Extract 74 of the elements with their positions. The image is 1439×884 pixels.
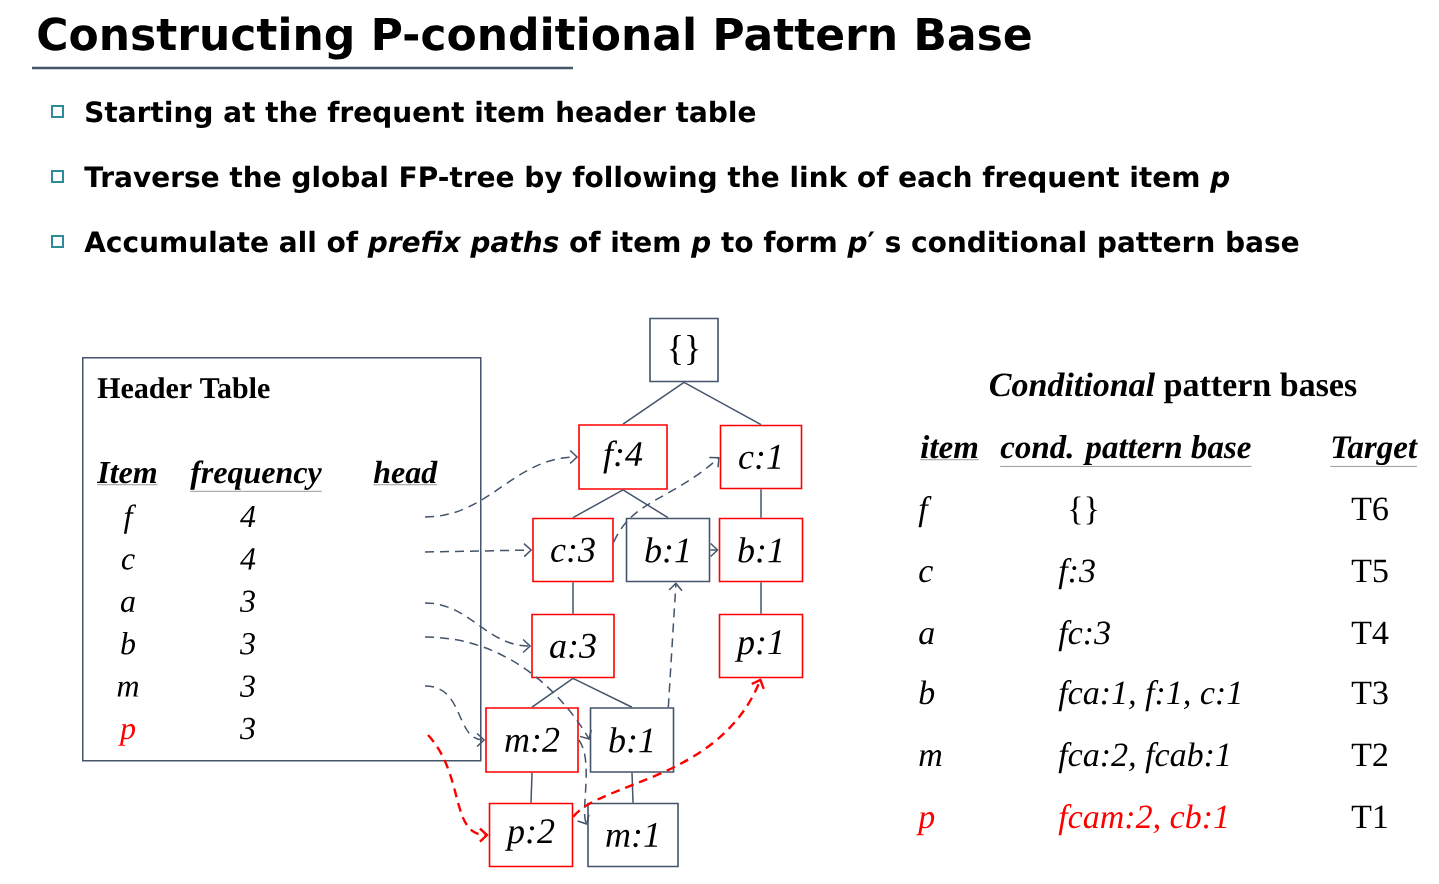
target-label: T2: [1351, 743, 1388, 766]
tree-node: {}: [649, 317, 719, 383]
bullet-text: Starting at the frequent item header table: [86, 100, 756, 129]
target-label: T1: [1351, 805, 1387, 828]
frequency-value: 4: [240, 505, 256, 527]
tree-branch: [572, 677, 633, 708]
item-letter: f: [123, 504, 137, 534]
tree-branch: [622, 381, 685, 425]
frequency-value: 3: [239, 717, 255, 740]
link-arrow: [576, 739, 590, 825]
column-header: cond. pattern base: [1000, 435, 1252, 467]
link-arrow: [613, 456, 720, 543]
item-letter: c: [121, 554, 135, 570]
tree-branch: [572, 489, 624, 519]
tree-node: c:3: [532, 517, 614, 583]
tree-node: p:2: [488, 802, 574, 868]
tree-branch: [572, 581, 574, 615]
item-letter: p: [916, 812, 935, 836]
table-title: Conditional pattern bases: [990, 372, 1357, 404]
item-letter: p: [118, 723, 136, 746]
title: Constructing P-conditional Pattern Base: [38, 16, 1031, 60]
link-arrow: [424, 449, 579, 518]
pattern-base: f:3: [1058, 558, 1095, 590]
link-arrow: [424, 602, 532, 654]
tree-branch: [631, 772, 634, 804]
item-letter: b: [121, 632, 136, 655]
tree-node: b:1: [718, 517, 804, 583]
link-arrow: [667, 582, 683, 708]
frequency-value: 3: [239, 675, 255, 697]
link-arrow: [424, 685, 486, 748]
column-header: Item: [96, 462, 158, 485]
column-header: frequency: [190, 460, 322, 492]
column-header: head: [373, 460, 438, 485]
tree-node: m:2: [485, 707, 579, 773]
column-header: item: [920, 435, 980, 460]
tree-branch: [531, 677, 574, 708]
item-letter: b: [919, 680, 935, 705]
target-label: T5: [1351, 559, 1388, 583]
link-arrow: [424, 542, 533, 558]
tree-node: b:1: [625, 517, 711, 583]
item-letter: a: [919, 628, 934, 645]
pattern-base: fcam:2, cb:1: [1058, 804, 1227, 836]
tree-node: f:4: [578, 424, 668, 490]
link-arrow: [572, 678, 765, 818]
column-header: Target: [1330, 436, 1418, 467]
pattern-base: fca:1, f:1, c:1: [1058, 680, 1240, 712]
item-letter: m: [117, 681, 139, 697]
link-arrow: [424, 636, 592, 740]
item-letter: c: [919, 566, 933, 583]
frequency-value: 4: [240, 548, 256, 570]
tree-branch: [760, 581, 762, 615]
bullet-text: Traverse the global FP-tree by following the link of each frequent item p: [84, 165, 1230, 194]
frequency-value: 3: [239, 633, 255, 655]
frequency-value: 3: [239, 590, 255, 613]
target-label: T6: [1351, 497, 1388, 521]
tree-branch: [683, 381, 762, 426]
pattern-base: {}: [1070, 496, 1097, 525]
tree-node: p:1: [718, 613, 804, 679]
tree-node: b:1: [589, 707, 675, 773]
item-letter: f: [918, 496, 932, 528]
target-label: T4: [1351, 621, 1389, 644]
tree-node: m:1: [587, 802, 679, 868]
pattern-base: fca:2, fcab:1: [1058, 742, 1229, 774]
bullet-text: Accumulate all of prefix paths of item p to form p′ s conditional pattern base: [84, 230, 1299, 258]
item-letter: a: [120, 596, 135, 613]
pattern-base: fc:3: [1058, 620, 1110, 652]
target-label: T3: [1351, 681, 1388, 705]
tree-node: c:1: [719, 424, 803, 490]
tree-branch: [622, 489, 669, 519]
tree-branch: [530, 772, 533, 804]
link-arrow: [427, 734, 489, 843]
tree-node: a:3: [531, 613, 615, 679]
tree-branch: [760, 488, 762, 519]
item-letter: m: [919, 750, 942, 766]
